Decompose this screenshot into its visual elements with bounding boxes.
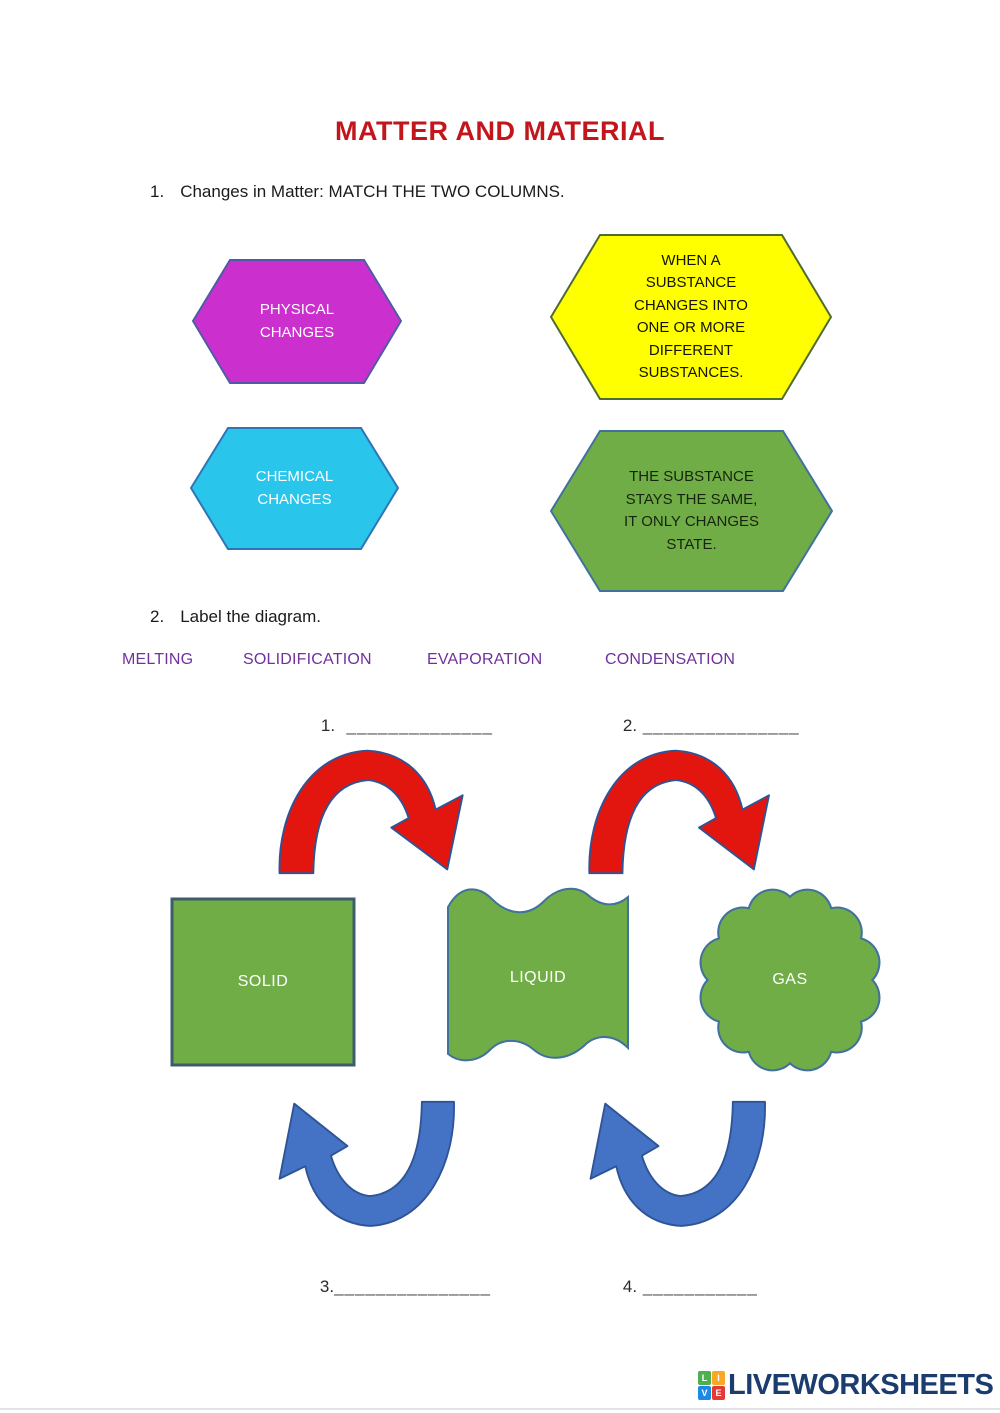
question2-number: 2. xyxy=(150,607,165,626)
question1-heading: 1. Changes in Matter: MATCH THE TWO COLU… xyxy=(150,182,565,202)
hexagon-shape xyxy=(550,430,833,592)
state-shape-gas: GAS xyxy=(687,876,893,1084)
arrow-solid-to-liquid xyxy=(278,749,464,875)
word-bank-melting: MELTING xyxy=(122,651,194,668)
hexagon-shape xyxy=(190,427,399,550)
hexagon-shape xyxy=(550,234,832,400)
hexagon-shape xyxy=(192,259,402,384)
blank-2-number: 2. xyxy=(622,716,638,735)
answer-blank-3[interactable]: 3._______________ xyxy=(301,1257,491,1317)
answer-blank-4[interactable]: 4. ___________ xyxy=(604,1257,758,1317)
blank-4-line[interactable]: ___________ xyxy=(637,1277,758,1296)
answer-blank-2[interactable]: 2. _______________ xyxy=(604,696,800,756)
liveworksheets-brand-text: LIVEWORKSHEETS xyxy=(728,1369,994,1401)
arrow-liquid-to-gas xyxy=(588,749,770,875)
word-bank-condensation: CONDENSATION xyxy=(605,651,736,668)
logo-square-i: I xyxy=(712,1371,725,1385)
question1-prompt: Changes in Matter: MATCH THE TWO COLUMNS… xyxy=(180,182,565,201)
word-bank-solidification: SOLIDIFICATION xyxy=(243,651,372,668)
liveworksheets-logo[interactable]: L I V E LIVEWORKSHEETS xyxy=(698,1369,994,1402)
state-label-solid: SOLID xyxy=(237,973,289,990)
arrow-gas-to-liquid xyxy=(589,1100,766,1227)
match-term-physical-label: PHYSICAL CHANGES xyxy=(259,301,335,341)
match-definition-physical[interactable]: THE SUBSTANCE STAYS THE SAME, IT ONLY CH… xyxy=(550,429,833,593)
match-definition-physical-label: THE SUBSTANCE STAYS THE SAME, IT ONLY CH… xyxy=(623,468,760,553)
logo-square-v: V xyxy=(698,1386,711,1400)
state-shape-liquid: LIQUID xyxy=(444,881,632,1074)
blank-3-number: 3. xyxy=(319,1277,335,1296)
page-bottom-edge xyxy=(0,1408,1000,1410)
question1-number: 1. xyxy=(150,182,165,201)
logo-square-e: E xyxy=(712,1386,725,1400)
state-shape-solid: SOLID xyxy=(170,897,356,1067)
answer-blank-1[interactable]: 1. ______________ xyxy=(302,696,493,756)
page-title: MATTER AND MATERIAL xyxy=(335,116,665,146)
state-label-gas: GAS xyxy=(772,971,808,988)
blank-1-number: 1. xyxy=(320,716,336,735)
blank-2-line[interactable]: _______________ xyxy=(637,716,800,735)
square-shape xyxy=(170,897,356,1067)
logo-square-l: L xyxy=(698,1371,711,1385)
match-term-physical-changes[interactable]: PHYSICAL CHANGES xyxy=(192,258,402,385)
match-term-chemical-changes[interactable]: CHEMICAL CHANGES xyxy=(190,426,399,551)
blank-3-line[interactable]: _______________ xyxy=(334,1277,491,1296)
cloud-shape xyxy=(699,888,881,1072)
liveworksheets-logo-icon: L I V E xyxy=(698,1371,725,1400)
state-label-liquid: LIQUID xyxy=(509,968,567,986)
blank-1-line[interactable]: ______________ xyxy=(335,716,493,735)
match-definition-chemical[interactable]: WHEN A SUBSTANCE CHANGES INTO ONE OR MOR… xyxy=(550,233,832,401)
match-term-chemical-label: CHEMICAL CHANGES xyxy=(255,468,334,508)
question2-heading: 2. Label the diagram. xyxy=(150,607,321,627)
question2-prompt: Label the diagram. xyxy=(180,607,322,626)
match-definition-chemical-label: WHEN A SUBSTANCE CHANGES INTO ONE OR MOR… xyxy=(634,251,748,382)
wave-shape xyxy=(447,887,629,1062)
word-bank-evaporation: EVAPORATION xyxy=(427,651,543,668)
arrow-liquid-to-solid xyxy=(278,1100,455,1227)
blank-4-number: 4. xyxy=(622,1277,638,1296)
